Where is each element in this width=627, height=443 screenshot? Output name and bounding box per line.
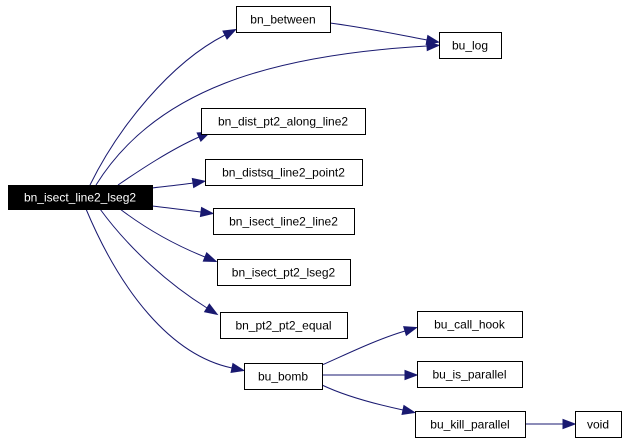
node-bu_is_parallel[interactable]: bu_is_parallel <box>417 361 523 388</box>
edge-line <box>117 136 200 186</box>
edge-layer <box>85 22 577 430</box>
arrowhead-icon <box>403 326 418 337</box>
edge-bn_isect_line2_lseg2-to-bn_isect_pt2_lseg2 <box>119 208 218 262</box>
node-box[interactable] <box>415 411 526 438</box>
edge-line <box>321 384 404 411</box>
edge-line <box>99 208 208 309</box>
node-bu_log[interactable]: bu_log <box>439 32 502 59</box>
edge-bn_isect_line2_lseg2-to-bn_isect_line2_line2 <box>151 205 215 218</box>
edge-bn_isect_line2_lseg2-to-bn_dist_pt2_along_line2 <box>117 131 212 186</box>
node-label: bn_pt2_pt2_equal <box>235 319 331 333</box>
node-box[interactable] <box>205 159 363 186</box>
node-label: bn_distsq_line2_point2 <box>222 166 345 180</box>
node-layer: bn_isect_line2_lseg2 bn_between bu_log bn_d… <box>8 6 622 438</box>
node-label: bn_dist_pt2_along_line2 <box>218 115 348 129</box>
edge-bn_isect_line2_lseg2-to-bn_distsq_line2_point2 <box>151 177 207 189</box>
node-label: bn_isect_line2_lseg2 <box>24 191 136 205</box>
edge-line <box>151 205 202 213</box>
node-bu_kill_parallel[interactable]: bu_kill_parallel <box>415 411 526 438</box>
edge-line <box>85 208 233 369</box>
node-label: bn_between <box>250 13 315 27</box>
arrowhead-icon <box>202 251 218 262</box>
arrowhead-icon <box>404 369 419 381</box>
edge-bn_isect_line2_lseg2-to-bu_bomb <box>85 208 246 374</box>
node-label: bn_isect_line2_line2 <box>229 215 338 229</box>
node-box[interactable] <box>417 311 523 338</box>
edge-line <box>329 22 428 41</box>
arrowhead-icon <box>425 34 441 46</box>
node-box[interactable] <box>201 108 366 135</box>
node-label: bu_is_parallel <box>432 368 506 382</box>
node-bn_isect_line2_line2[interactable]: bn_isect_line2_line2 <box>213 208 355 235</box>
node-box[interactable] <box>213 208 355 235</box>
node-box[interactable] <box>439 32 502 59</box>
edge-bu_bomb-to-bu_kill_parallel <box>321 384 417 416</box>
node-box[interactable] <box>236 6 331 33</box>
node-bn_dist_pt2_along_line2[interactable]: bn_dist_pt2_along_line2 <box>201 108 366 135</box>
node-label: bu_call_hook <box>434 318 506 332</box>
node-box[interactable] <box>220 312 348 339</box>
arrowhead-icon <box>230 362 246 374</box>
node-bn_isect_line2_lseg2[interactable]: bn_isect_line2_lseg2 <box>8 185 153 210</box>
edge-bn_isect_line2_lseg2-to-bn_between <box>89 28 237 186</box>
node-label: bu_log <box>452 39 488 53</box>
edge-bu_kill_parallel-to-void <box>525 418 577 430</box>
node-box[interactable] <box>244 363 323 390</box>
edge-bn_isect_line2_lseg2-to-bn_pt2_pt2_equal <box>99 208 219 316</box>
node-box[interactable] <box>417 361 523 388</box>
arrowhead-icon <box>199 206 215 218</box>
node-box[interactable] <box>217 259 351 286</box>
edge-line <box>119 208 206 258</box>
node-label: bu_kill_parallel <box>430 418 509 432</box>
edge-line <box>95 45 428 186</box>
arrowhead-icon <box>562 418 577 430</box>
node-box[interactable] <box>8 185 153 210</box>
arrowhead-icon <box>191 177 207 189</box>
node-bn_pt2_pt2_equal[interactable]: bn_pt2_pt2_equal <box>220 312 348 339</box>
edge-bu_bomb-to-bu_call_hook <box>321 326 418 366</box>
edge-bu_bomb-to-bu_is_parallel <box>322 369 419 381</box>
node-label: void <box>587 418 609 432</box>
edge-line <box>321 330 406 366</box>
edge-line <box>89 34 226 186</box>
node-bn_distsq_line2_point2[interactable]: bn_distsq_line2_point2 <box>205 159 363 186</box>
node-bu_bomb[interactable]: bu_bomb <box>244 363 323 390</box>
edge-bn_between-to-bu_log <box>329 22 441 46</box>
node-bu_call_hook[interactable]: bu_call_hook <box>417 311 523 338</box>
node-void[interactable]: void <box>575 411 622 438</box>
edge-line <box>151 182 194 189</box>
node-box[interactable] <box>575 411 622 438</box>
arrowhead-icon <box>401 404 417 416</box>
node-label: bn_isect_pt2_lseg2 <box>232 266 336 280</box>
node-bn_isect_pt2_lseg2[interactable]: bn_isect_pt2_lseg2 <box>217 259 351 286</box>
node-label: bu_bomb <box>258 370 308 384</box>
node-bn_between[interactable]: bn_between <box>236 6 331 33</box>
arrowhead-icon <box>203 303 219 316</box>
arrowhead-icon <box>222 28 237 40</box>
